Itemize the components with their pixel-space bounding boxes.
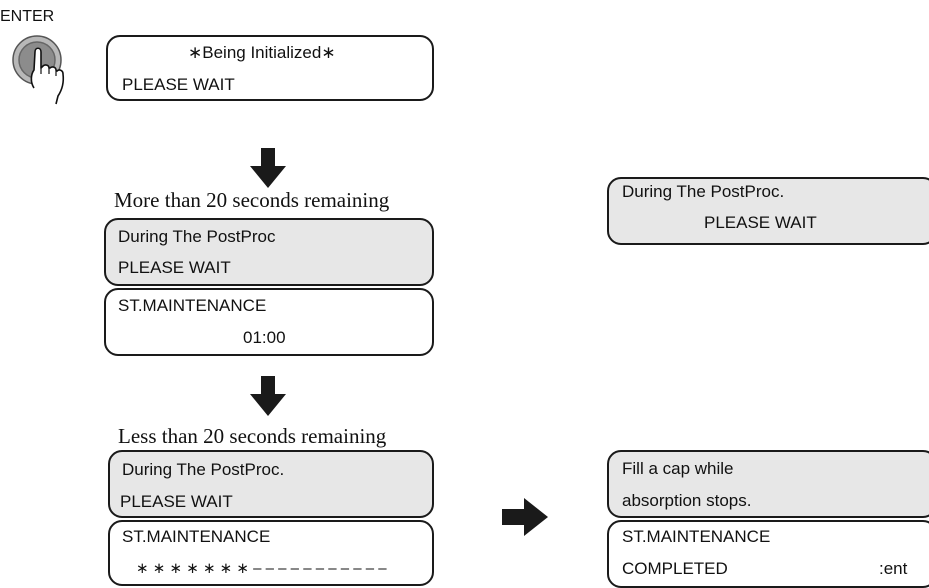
lcd-line-2: absorption stops. xyxy=(622,491,752,510)
lcd-line-2: PLEASE WAIT xyxy=(704,213,817,232)
lcd-line-1: ST.MAINTENANCE xyxy=(118,296,267,315)
enter-button-icon xyxy=(12,35,65,105)
lcd-panel-maintenance-progress: ST.MAINTENANCE ∗ ∗ ∗ ∗ ∗ ∗ ∗ – – – – – –… xyxy=(108,520,434,586)
lcd-line-1: During The PostProc. xyxy=(122,460,285,479)
progress-indicator: ∗ ∗ ∗ ∗ ∗ ∗ ∗ – – – – – – – – – – – xyxy=(136,560,387,577)
right-arrow-icon xyxy=(502,498,548,536)
lcd-line-1: During The PostProc xyxy=(118,227,276,246)
lcd-panel-postproc-right: During The PostProc. PLEASE WAIT xyxy=(607,177,929,245)
lcd-line-1: ST.MAINTENANCE xyxy=(622,527,771,546)
lcd-panel-maintenance-timer: ST.MAINTENANCE 01:00 xyxy=(104,288,434,356)
down-arrow-icon xyxy=(250,148,286,188)
lcd-panel-completed: ST.MAINTENANCE COMPLETED :ent xyxy=(607,520,929,588)
lcd-line-1: During The PostProc. xyxy=(622,182,785,201)
lcd-line-1: ∗Being Initialized∗ xyxy=(188,43,336,62)
caption-less-than-20: Less than 20 seconds remaining xyxy=(118,424,387,448)
lcd-line-1: Fill a cap while xyxy=(622,459,734,478)
ent-key-hint: :ent xyxy=(879,559,908,578)
lcd-panel-fill-cap: Fill a cap while absorption stops. xyxy=(607,450,929,518)
lcd-panel-postproc: During The PostProc. PLEASE WAIT xyxy=(108,450,434,518)
lcd-line-2: PLEASE WAIT xyxy=(118,258,231,277)
lcd-line-2: COMPLETED xyxy=(622,559,728,578)
lcd-panel-initializing: ∗Being Initialized∗ PLEASE WAIT xyxy=(106,35,434,101)
caption-more-than-20: More than 20 seconds remaining xyxy=(114,188,390,212)
pointing-hand-icon xyxy=(30,47,65,105)
lcd-line-2: PLEASE WAIT xyxy=(122,75,235,94)
lcd-line-2: PLEASE WAIT xyxy=(120,492,233,511)
lcd-panel-postproc: During The PostProc PLEASE WAIT xyxy=(104,218,434,286)
lcd-line-2: 01:00 xyxy=(243,328,286,347)
lcd-line-1: ST.MAINTENANCE xyxy=(122,527,271,546)
enter-key-label: ENTER xyxy=(0,8,55,25)
down-arrow-icon xyxy=(250,376,286,416)
